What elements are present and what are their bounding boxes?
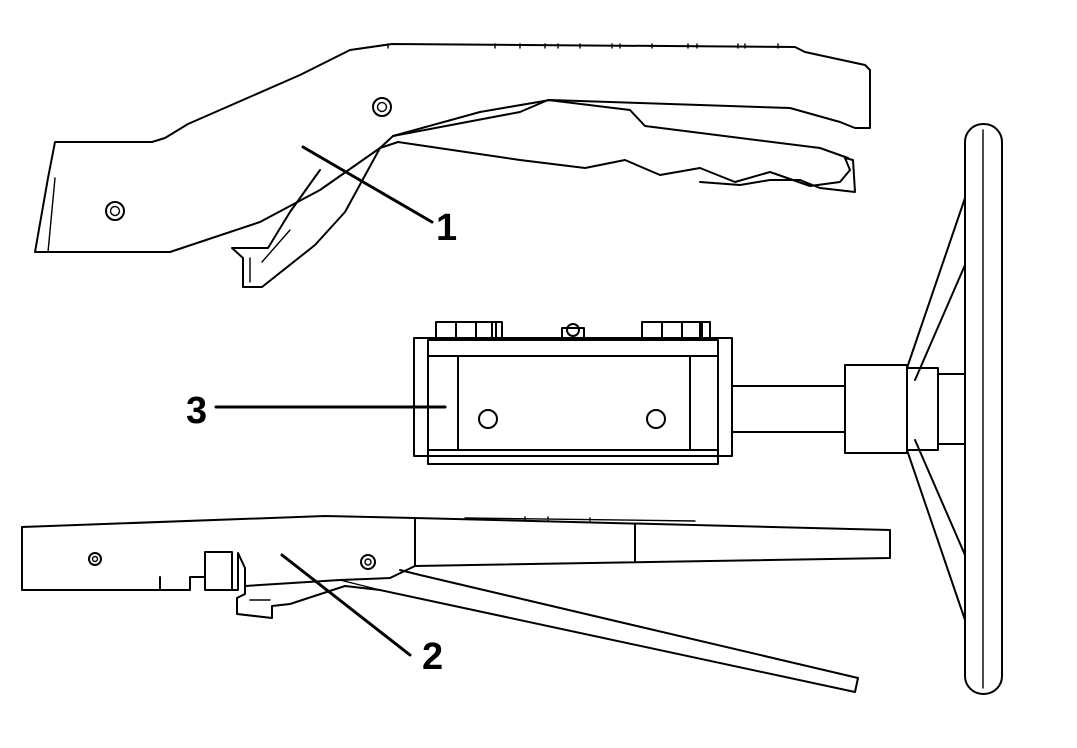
part-3-spoke-upper [906, 197, 966, 381]
callout-1-label: 1 [436, 207, 457, 249]
part-3-bolt-group-left [435, 321, 503, 339]
part-1-lower-arm [379, 141, 856, 193]
part-2-top-strip [464, 516, 696, 523]
part-1-bracket-inner [249, 229, 291, 283]
part-3-shaft [731, 385, 846, 433]
part-2-lower-arm [236, 569, 859, 693]
part-3-column-assembly [413, 123, 1003, 695]
callout-2-leader [280, 553, 412, 657]
part-2-lever-side-view [21, 515, 891, 693]
part-1-pivot-hole-right [372, 97, 392, 117]
part-3-steering-wheel-rim [964, 123, 1003, 695]
part-1-left-face [34, 177, 56, 253]
part-1-pivot-hole-left [105, 201, 125, 221]
part-3-hub [844, 364, 908, 454]
part-2-body-outline [21, 515, 891, 591]
callout-1: 1 [301, 145, 457, 249]
part-1-body-outline [34, 43, 871, 253]
part-3-center-knob [561, 323, 585, 339]
part-2-arm-inner [249, 579, 381, 601]
part-1-top-strip [387, 43, 779, 49]
part-3-block-band [427, 355, 719, 451]
part-2-notch [159, 551, 233, 591]
part-3-spoke-lower [906, 439, 966, 621]
part-1-arm-lower-edge [392, 99, 849, 159]
part-2-pivot-hole-left [88, 552, 102, 566]
part-2-segment-lines [414, 517, 636, 567]
part-3-hub-flange [906, 367, 966, 451]
callout-3-label: 3 [186, 390, 207, 432]
part-3-hole-left [478, 409, 498, 429]
callout-3: 3 [186, 390, 447, 432]
part-2-pivot-hole-right [360, 554, 376, 570]
callout-2-label: 2 [422, 636, 443, 678]
part-3-bolt-group-right [641, 321, 711, 339]
part-3-block-inner [427, 339, 719, 465]
part-3-hole-right [646, 409, 666, 429]
part-1-bracket [231, 147, 381, 288]
part-1-lever-side-view [34, 43, 871, 288]
callout-1-leader [301, 145, 434, 224]
callout-2: 2 [280, 553, 443, 678]
